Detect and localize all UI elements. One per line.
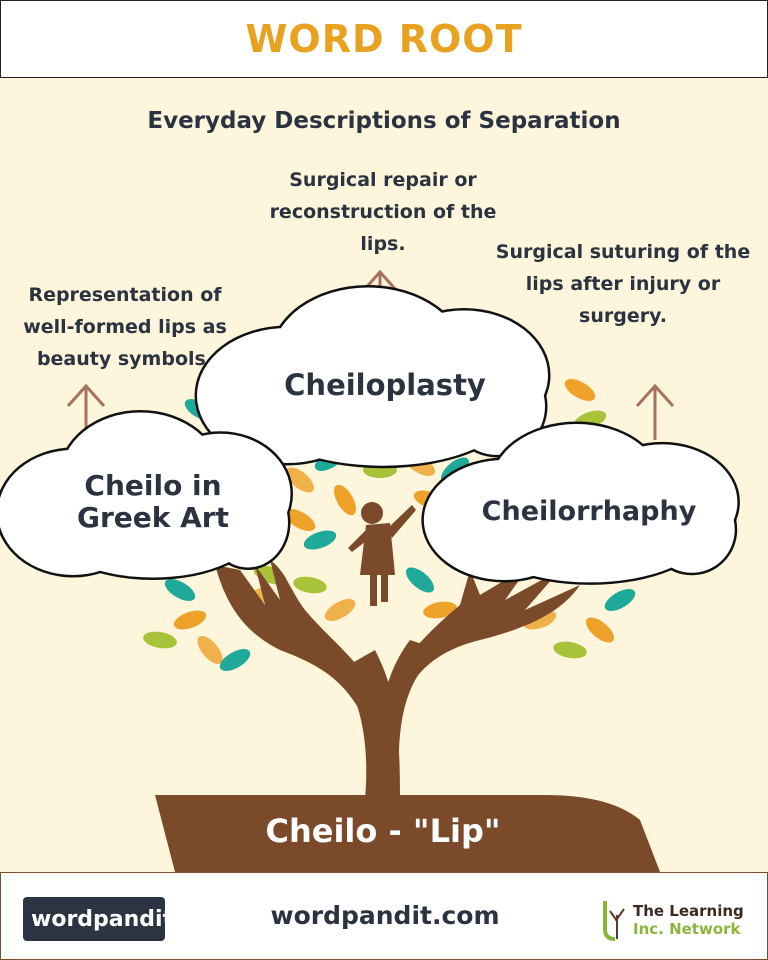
leaf-icon [143,631,177,649]
leaf-icon [334,484,356,516]
cloud-shape [194,285,551,469]
wordpandit-logo[interactable]: wordpandit [23,897,173,941]
subtitle: Everyday Descriptions of Separation [147,108,621,134]
leaf-icon [164,579,196,601]
child-silhouette [348,502,416,606]
cloud-cheiloplasty: Cheiloplasty [284,368,486,402]
desc-line: lips after injury or [525,273,721,295]
desc-line: well-formed lips as [23,316,227,338]
logo-text: wordpandit [31,906,174,932]
desc-line: reconstruction of the [269,201,497,223]
description-right: Surgical suturing of the lips after inju… [477,236,768,332]
learning-network-logo[interactable]: The Learning Inc. Network [601,899,744,941]
ground [155,795,660,872]
site-link[interactable]: wordpandit.com [270,901,500,930]
leaf-icon [324,599,356,621]
description-top: Surgical repair or reconstruction of the… [233,164,533,260]
header: WORD ROOT [0,0,768,78]
leaf-icon [604,589,636,611]
footer: wordpandit wordpandit.com The Learning I… [0,872,768,960]
desc-line: lips. [360,233,406,255]
leaf-icon [219,649,251,671]
page-title: WORD ROOT [245,17,523,61]
leaf-icon [284,509,316,531]
leaf-icon [303,530,337,550]
leaf-icon [293,576,327,594]
arrow-up-icon [635,383,675,440]
leaf-icon [197,635,223,665]
cloud-shape [0,410,293,580]
desc-line: Surgical repair or [289,169,477,191]
root-label: Cheilo - "Lip" [265,812,501,850]
leaf-icon [423,601,457,619]
desc-line: surgery. [579,305,667,327]
cloud-line: Cheilo in [84,469,222,502]
network-line: Inc. Network [633,920,741,938]
leaf-icon [405,567,435,593]
right-hand [380,565,580,720]
desc-line: Surgical suturing of the [495,241,751,263]
description-left: Representation of well-formed lips as be… [0,279,250,375]
leaf-icon [173,610,207,630]
leaf-icon [564,379,596,401]
cloud-cheilorrhaphy: Cheilorrhaphy [481,496,697,527]
cloud-cheilo-greek-art: Cheilo in Greek Art [28,470,278,534]
tree-logo-icon [603,901,625,941]
cloud-shape [421,421,740,585]
leaf-icon [285,467,315,493]
desc-line: Representation of [28,284,222,306]
left-hand [215,560,380,720]
leaf-icon [585,617,615,643]
network-line: The Learning [633,902,744,920]
desc-line: beauty symbols. [36,348,214,370]
cloud-line: Greek Art [76,501,229,534]
leaf-icon [553,641,587,659]
